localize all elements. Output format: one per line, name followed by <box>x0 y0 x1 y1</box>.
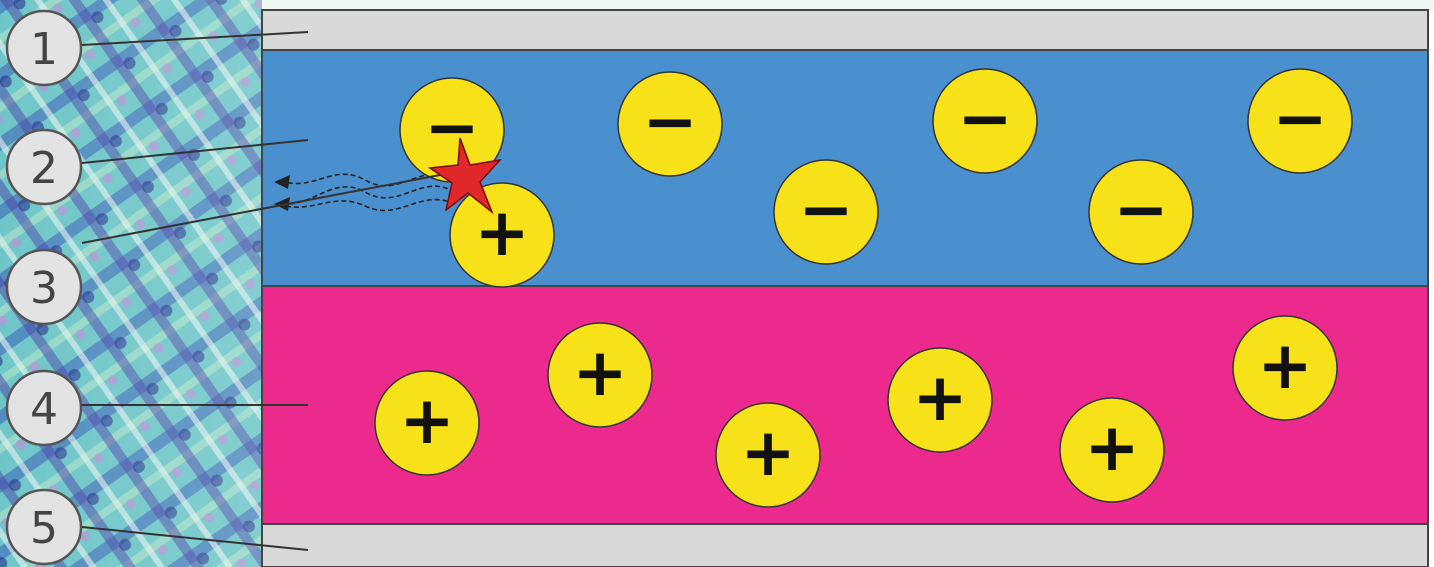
callout-4: 4 <box>7 371 81 445</box>
charge-sign: + <box>912 359 967 436</box>
charge-sign: − <box>1113 171 1168 248</box>
callout-3: 3 <box>7 250 81 324</box>
positive-charge: + <box>1060 398 1164 502</box>
positive-charge: + <box>548 323 652 427</box>
callout-2: 2 <box>7 130 81 204</box>
positive-charge: + <box>888 348 992 452</box>
charge-sign: − <box>957 80 1012 157</box>
negative-charge: − <box>1248 69 1352 173</box>
charge-sign: − <box>642 83 697 160</box>
callout-label: 4 <box>30 384 58 435</box>
callout-label: 3 <box>30 263 58 314</box>
positive-charge: + <box>450 183 554 287</box>
callout-label: 5 <box>30 503 58 554</box>
charge-sign: + <box>399 382 454 459</box>
callout-label: 1 <box>30 24 58 75</box>
callout-1: 1 <box>7 11 81 85</box>
charge-sign: + <box>1084 409 1139 486</box>
callout-label: 2 <box>30 143 58 194</box>
top-layer <box>262 10 1428 50</box>
charge-sign: + <box>1257 327 1312 404</box>
positive-charge: + <box>375 371 479 475</box>
bottom-layer <box>262 524 1428 567</box>
callout-5: 5 <box>7 490 81 564</box>
negative-charge: − <box>774 160 878 264</box>
positive-charge: + <box>1233 316 1337 420</box>
negative-charge: − <box>933 69 1037 173</box>
charge-sign: − <box>424 89 479 166</box>
negative-charge: − <box>618 72 722 176</box>
positive-charge: + <box>716 403 820 507</box>
charge-sign: − <box>798 171 853 248</box>
charge-sign: + <box>474 194 529 271</box>
charge-sign: + <box>572 334 627 411</box>
charge-sign: − <box>1272 80 1327 157</box>
negative-charge: − <box>1089 160 1193 264</box>
charge-sign: + <box>740 414 795 491</box>
